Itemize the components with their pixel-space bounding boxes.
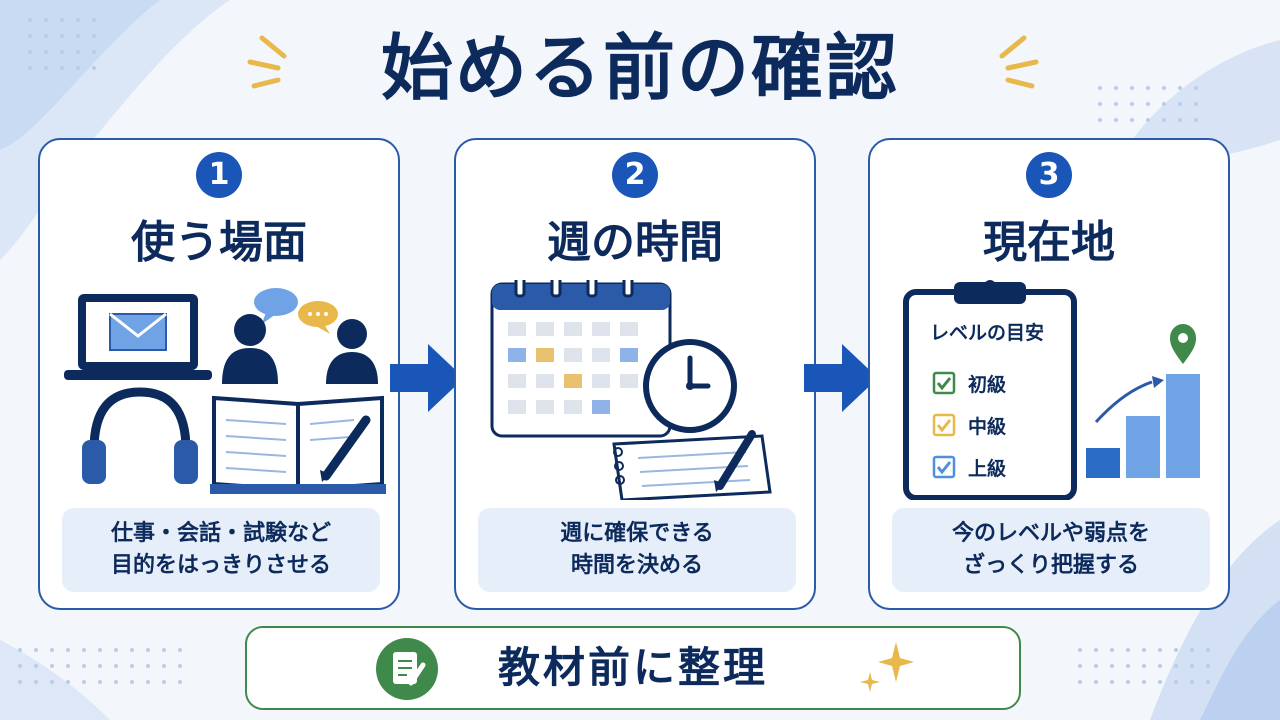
envelope-icon	[109, 312, 167, 351]
sparkle-rays-left	[247, 35, 287, 89]
checkbox-icon	[932, 413, 956, 437]
pen-icon	[320, 415, 371, 482]
arrow-right-icon	[390, 344, 464, 412]
pen-icon	[714, 430, 756, 492]
card-description: 今のレベルや弱点を ざっくり把握する	[892, 508, 1210, 592]
level-chart-illustration	[903, 280, 1200, 500]
step-number-badge: 3	[1026, 152, 1072, 198]
headphones-icon	[82, 387, 198, 484]
card-title: 週の時間	[547, 217, 723, 268]
usage-scene-illustration	[64, 288, 386, 494]
checklist-item: 上級	[932, 446, 1006, 488]
open-book-icon	[210, 395, 386, 494]
step-number-badge: 2	[612, 152, 658, 198]
conversation-icon	[222, 288, 378, 384]
card-title: 現在地	[983, 217, 1115, 268]
calendar-icon	[490, 280, 672, 438]
description-line: 時間を決める	[570, 553, 703, 578]
checkbox-icon	[932, 371, 956, 395]
card-description: 仕事・会話・試験など 目的をはっきりさせる	[62, 508, 380, 592]
sparkle-icon	[860, 642, 914, 692]
checklist-item-label: 上級	[968, 457, 1007, 480]
description-line: 今のレベルや弱点を	[951, 521, 1150, 547]
card-description: 週に確保できる 時間を決める	[478, 508, 796, 592]
checkbox-icon	[932, 455, 956, 479]
description-line: 仕事・会話・試験など	[110, 521, 331, 547]
clipboard-icon	[903, 280, 1077, 500]
page-title: 始める前の確認	[380, 26, 899, 110]
checklist-item: 中級	[932, 404, 1006, 446]
footer-banner: 教材前に整理	[245, 626, 1021, 710]
description-line: ざっくり把握する	[962, 553, 1139, 578]
checklist: 初級 中級 上級	[932, 362, 1006, 488]
description-line: 週に確保できる	[560, 521, 714, 547]
weekly-time-illustration	[490, 280, 772, 500]
description-line: 目的をはっきりさせる	[110, 553, 331, 578]
checklist-item-label: 中級	[968, 415, 1007, 438]
checklist-item-label: 初級	[968, 373, 1007, 396]
checklist-item: 初級	[932, 362, 1006, 404]
arrow-right-icon	[804, 344, 878, 412]
card-usage-scene: 1 使う場面	[38, 138, 400, 610]
card-weekly-time: 2 週の時間	[454, 138, 816, 610]
step-number-badge: 1	[196, 152, 242, 198]
footer-label: 教材前に整理	[497, 643, 768, 692]
card-current-level: 3 現在地 レベルの目安 初級	[868, 138, 1230, 610]
checklist-heading: レベルの目安	[930, 322, 1045, 344]
bar-chart-icon	[1086, 374, 1200, 478]
notebook-icon	[376, 638, 438, 700]
location-pin-icon	[1170, 324, 1196, 364]
clock-icon	[643, 339, 737, 433]
sparkle-rays-right	[999, 35, 1039, 89]
card-title: 使う場面	[131, 217, 307, 268]
